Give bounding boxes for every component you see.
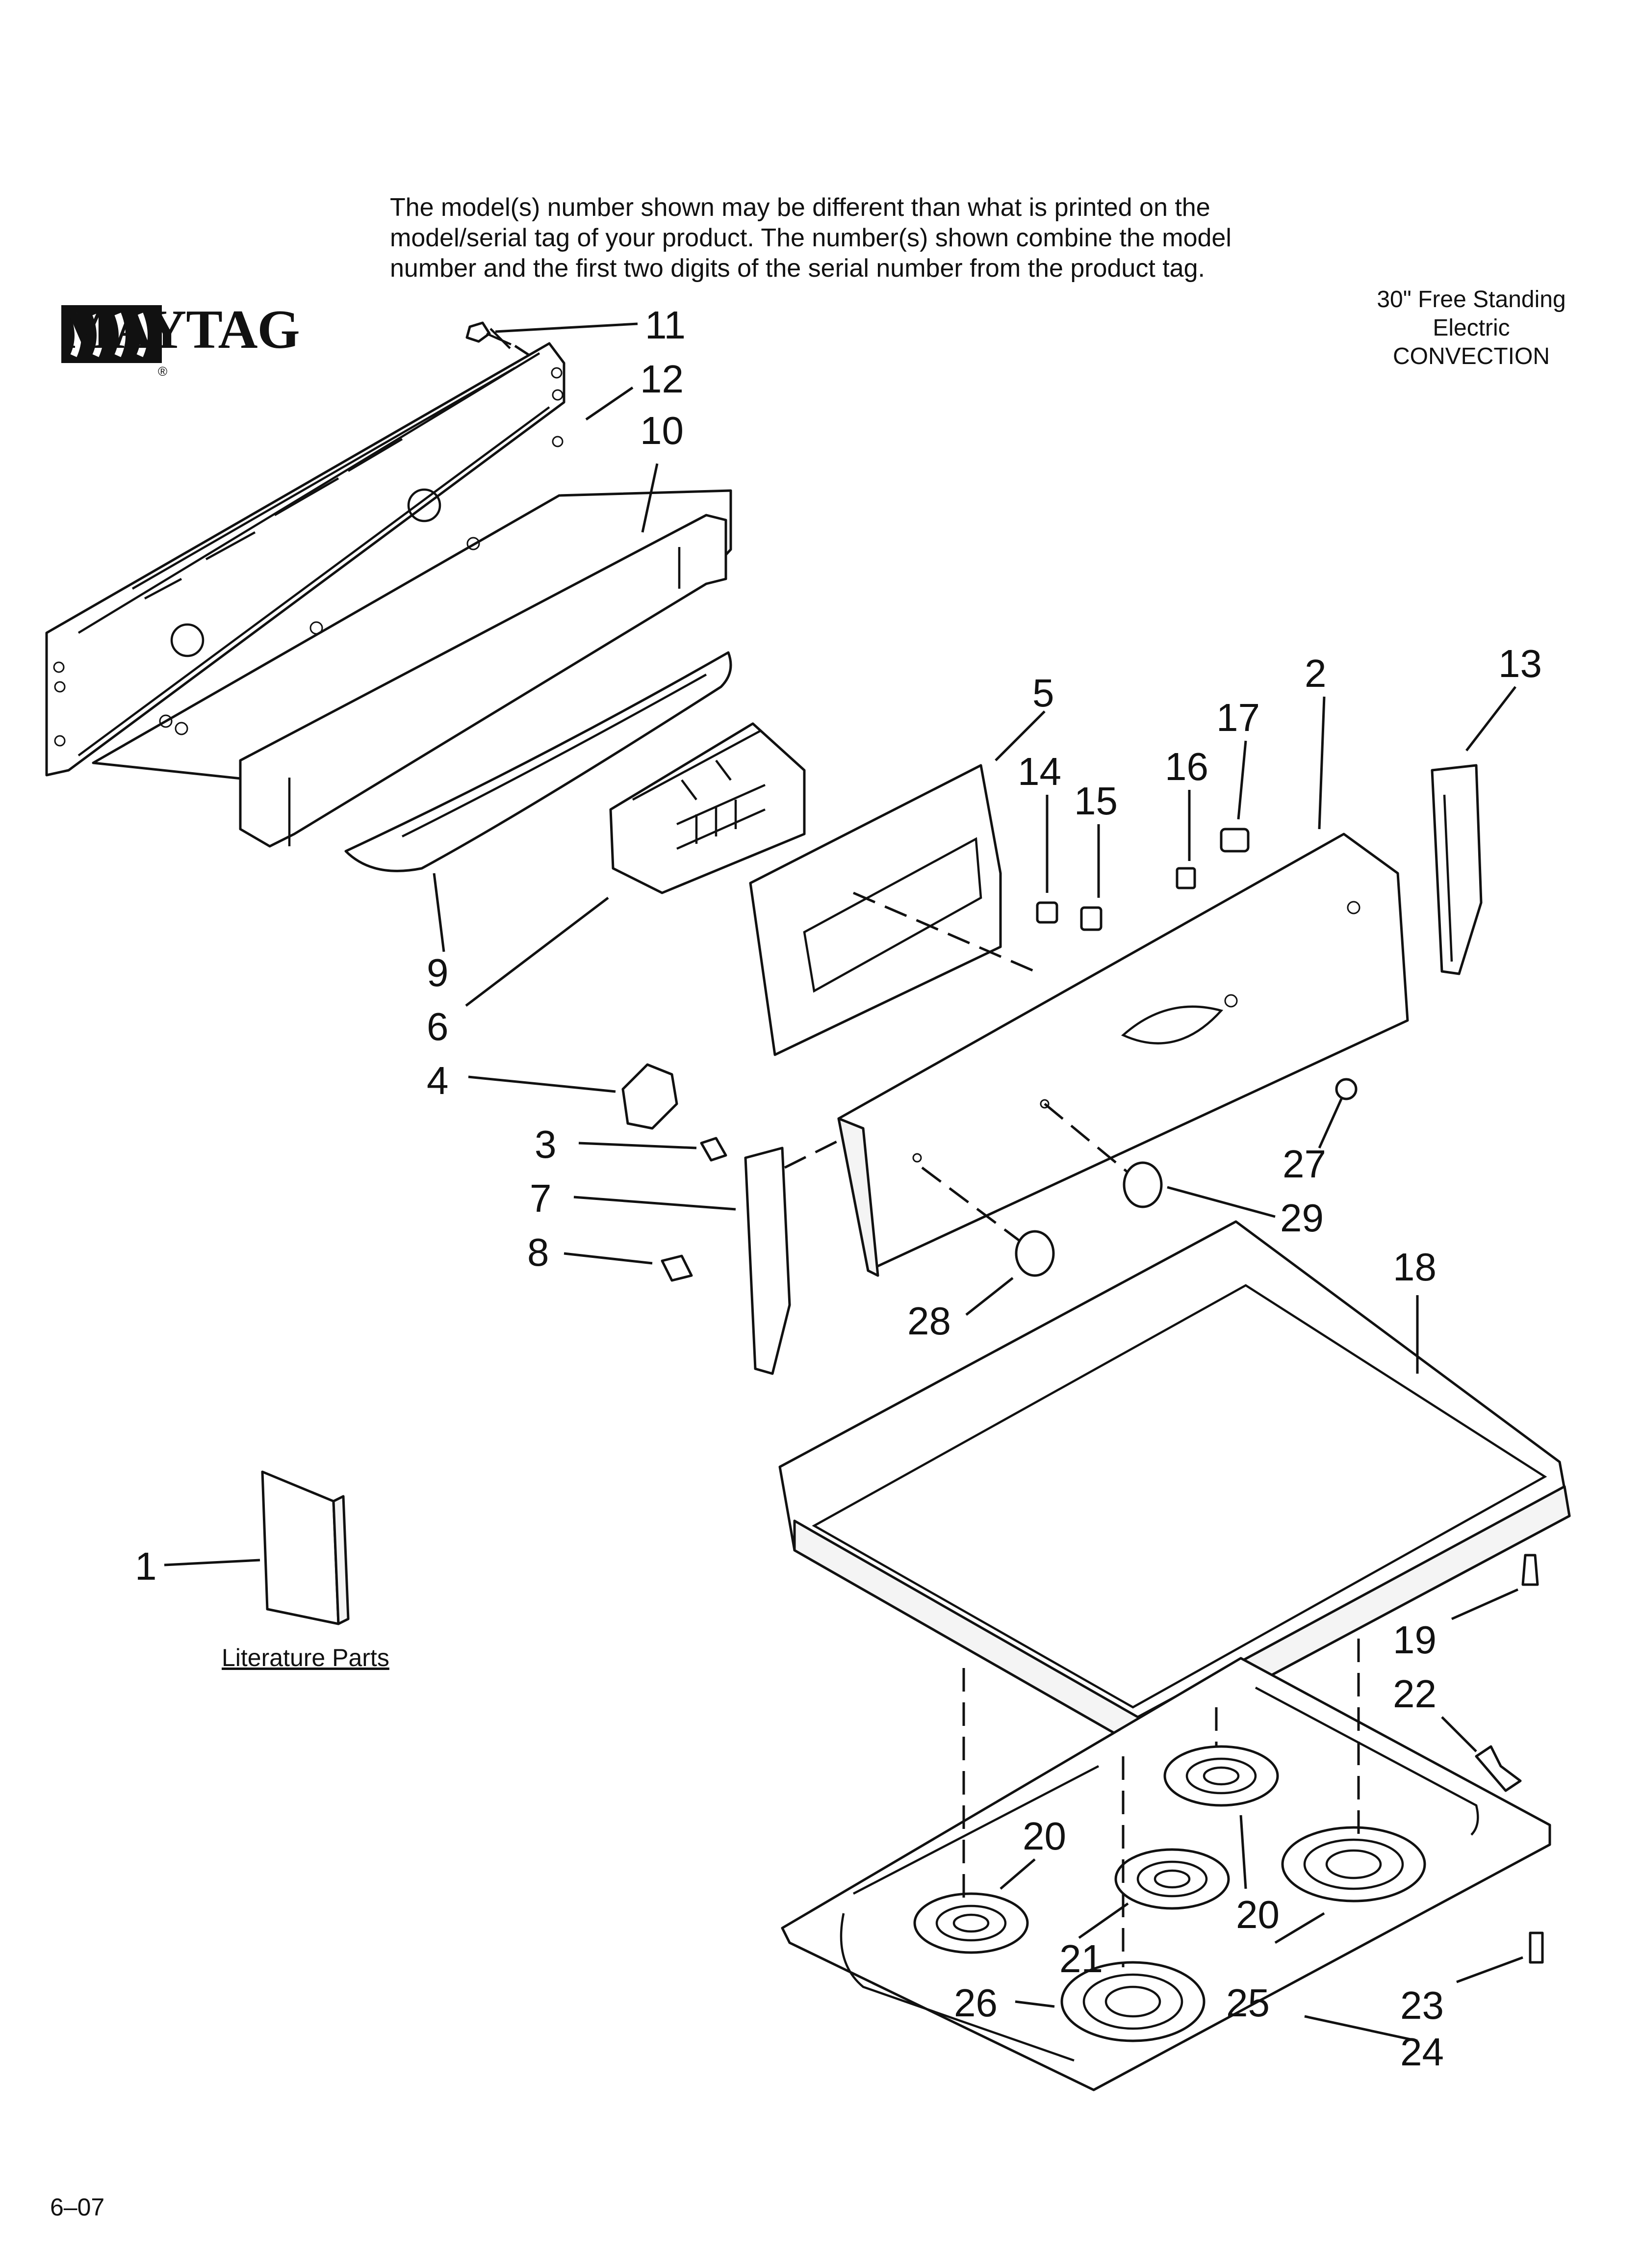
part-26-burner-large-front bbox=[1060, 1961, 1206, 2042]
leader-13 bbox=[1465, 686, 1516, 752]
part-11-screw bbox=[465, 321, 512, 349]
part-13-side-bracket bbox=[1431, 764, 1483, 975]
disclaimer-line: The model(s) number shown may be differe… bbox=[390, 193, 1210, 222]
brand-wordmark: MAYTAG bbox=[61, 299, 300, 360]
leader-10 bbox=[641, 463, 659, 533]
part-4-switch bbox=[621, 1063, 678, 1130]
callout-24: 24 bbox=[1400, 2030, 1444, 2074]
leader-27 bbox=[1318, 1098, 1343, 1149]
callout-22: 22 bbox=[1393, 1672, 1437, 1716]
callout-23: 23 bbox=[1400, 1983, 1444, 2027]
leader-22 bbox=[1441, 1716, 1477, 1752]
leader-6 bbox=[465, 897, 609, 1007]
callout-25: 25 bbox=[1226, 1981, 1270, 2025]
part-27-screw bbox=[1335, 1078, 1358, 1100]
part-28-knob bbox=[1015, 1230, 1055, 1277]
leader-7 bbox=[573, 1196, 736, 1211]
callout-15: 15 bbox=[1074, 779, 1118, 823]
product-type-line: Electric bbox=[1433, 315, 1510, 341]
part-2-control-panel bbox=[837, 833, 1409, 1277]
callout-14: 14 bbox=[1018, 750, 1061, 793]
callout-7: 7 bbox=[530, 1176, 552, 1220]
callout-10: 10 bbox=[640, 409, 684, 452]
callout-1: 1 bbox=[135, 1544, 157, 1588]
leader-23 bbox=[1456, 1956, 1523, 1983]
leader-20b bbox=[1239, 1815, 1247, 1889]
leader-3 bbox=[578, 1142, 697, 1149]
callout-26: 26 bbox=[954, 1981, 998, 2025]
leader-9 bbox=[433, 873, 445, 952]
disclaimer-line: model/serial tag of your product. The nu… bbox=[390, 224, 1232, 252]
part-19-screw bbox=[1521, 1554, 1539, 1586]
callout-28: 28 bbox=[907, 1299, 951, 1343]
callout-21: 21 bbox=[1059, 1937, 1103, 1981]
product-type-line: CONVECTION bbox=[1392, 343, 1550, 369]
callout-13: 13 bbox=[1498, 642, 1542, 685]
part-6-control-board bbox=[609, 722, 806, 894]
part-7-end-bracket bbox=[744, 1147, 791, 1375]
leader-5 bbox=[995, 710, 1046, 761]
part-3-screw bbox=[700, 1137, 727, 1162]
part-21-burner-center bbox=[1114, 1848, 1230, 1910]
callout-19: 19 bbox=[1393, 1618, 1437, 1662]
part-20-burner-rear bbox=[1163, 1745, 1279, 1807]
part-1-literature bbox=[261, 1470, 350, 1625]
part-29-knob bbox=[1123, 1161, 1163, 1208]
callout-8: 8 bbox=[527, 1230, 549, 1274]
callout-20: 20 bbox=[1023, 1814, 1066, 1858]
part-9-trim bbox=[344, 651, 732, 872]
disclaimer-line: number and the first two digits of the s… bbox=[390, 254, 1205, 283]
callout-3: 3 bbox=[535, 1122, 557, 1166]
callout-29: 29 bbox=[1280, 1196, 1324, 1240]
part-16-clip bbox=[1176, 867, 1196, 889]
callout-17: 17 bbox=[1216, 696, 1260, 739]
part-17-socket bbox=[1220, 828, 1250, 853]
part-22-clip bbox=[1475, 1745, 1522, 1792]
leader-29 bbox=[1167, 1186, 1276, 1218]
callout-12: 12 bbox=[640, 357, 684, 401]
leader-20a bbox=[1000, 1858, 1036, 1890]
callout-18: 18 bbox=[1393, 1245, 1437, 1289]
part-23-screw bbox=[1529, 1931, 1544, 1964]
part-12-rear-panel bbox=[45, 342, 565, 777]
product-type-line: 30" Free Standing bbox=[1377, 287, 1566, 313]
footer-code: 6–07 bbox=[50, 2193, 105, 2221]
part-20-burner-left bbox=[913, 1892, 1029, 1954]
part-8-screw bbox=[661, 1254, 693, 1282]
leader-19 bbox=[1451, 1588, 1519, 1620]
brand-logo-mark bbox=[61, 305, 162, 363]
leader-26 bbox=[1015, 2000, 1055, 2008]
leader-28 bbox=[965, 1277, 1014, 1316]
leader-17 bbox=[1237, 740, 1247, 820]
leader-2 bbox=[1318, 696, 1326, 830]
callout-6: 6 bbox=[427, 1005, 449, 1048]
leader-11 bbox=[495, 322, 638, 333]
leader-1 bbox=[164, 1559, 260, 1566]
callout-20: 20 bbox=[1236, 1893, 1280, 1936]
leader-12 bbox=[585, 386, 634, 421]
literature-parts-label: Literature Parts bbox=[222, 1644, 389, 1671]
callout-5: 5 bbox=[1032, 671, 1054, 715]
leader-25 bbox=[1274, 1912, 1325, 1944]
product-type: 30" Free Standing Electric CONVECTION bbox=[1344, 286, 1599, 371]
part-5-bezel bbox=[749, 764, 1002, 1056]
leader-8 bbox=[564, 1252, 653, 1265]
callout-2: 2 bbox=[1305, 652, 1327, 695]
callout-27: 27 bbox=[1283, 1142, 1326, 1186]
callout-9: 9 bbox=[427, 951, 449, 994]
part-14-screw bbox=[1036, 901, 1058, 924]
callout-11: 11 bbox=[645, 303, 686, 347]
part-18-cooktop bbox=[778, 1220, 1571, 1748]
part-10-channel bbox=[92, 489, 732, 848]
leader-4 bbox=[468, 1075, 616, 1093]
leader-21 bbox=[1078, 1902, 1129, 1939]
part-15-clip bbox=[1080, 906, 1103, 931]
leader-24 bbox=[1304, 2015, 1418, 2042]
part-25-burner-large-right bbox=[1281, 1826, 1426, 1903]
registered-mark: ® bbox=[158, 364, 168, 379]
callout-4: 4 bbox=[427, 1059, 449, 1102]
callout-16: 16 bbox=[1165, 745, 1208, 788]
model-number-disclaimer: The model(s) number shown may be differe… bbox=[390, 192, 1371, 284]
